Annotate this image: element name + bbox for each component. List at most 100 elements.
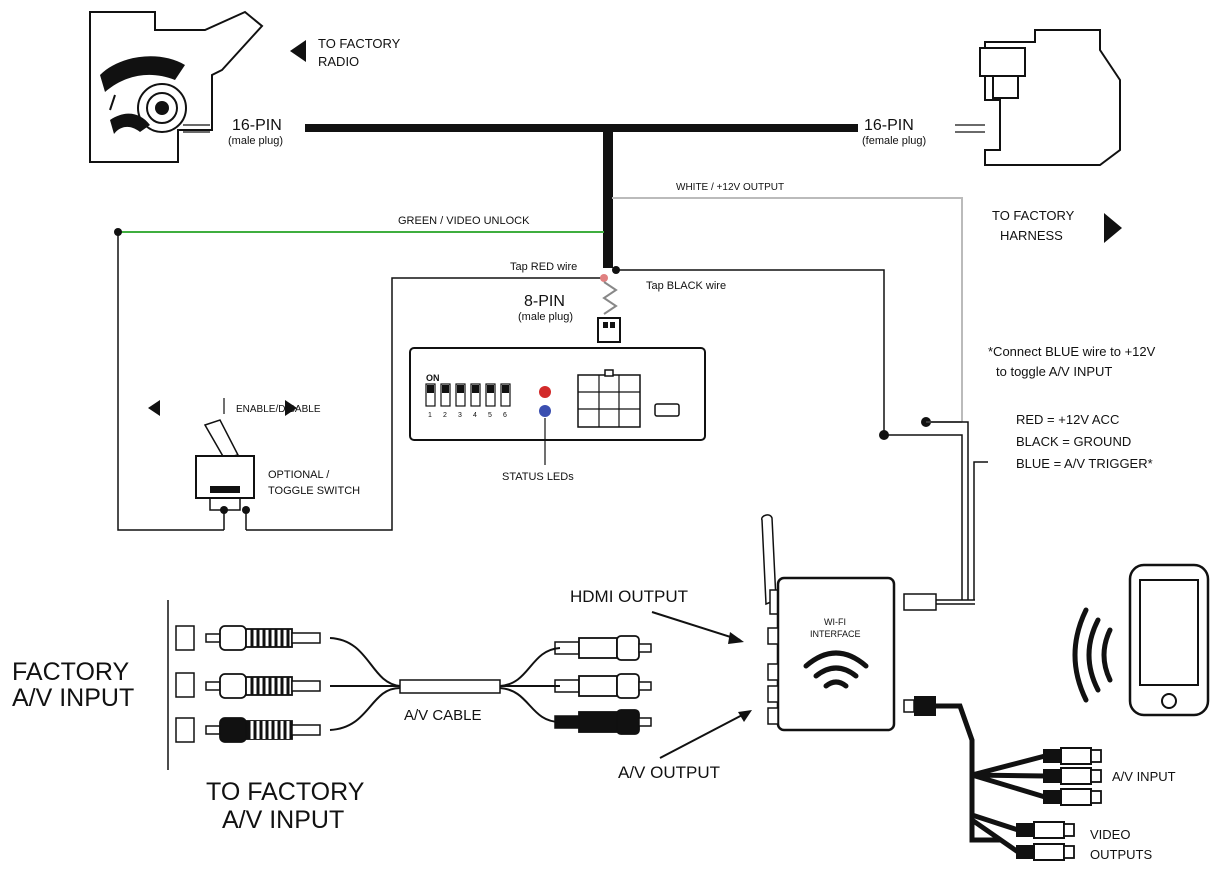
dip-switch-knob-2 — [442, 385, 449, 393]
dip-switch-number-1: 1 — [428, 412, 432, 419]
av-input-right-label: A/V INPUT — [1112, 769, 1176, 784]
smartphone-icon — [1128, 563, 1210, 717]
pin8-label: 8-PIN — [524, 293, 565, 310]
factory-radio-plug — [89, 10, 264, 163]
factory-harness-plug — [955, 29, 1121, 166]
wifi-label-2: INTERFACE — [810, 629, 861, 639]
to-factory-harness-label-1: TO FACTORY — [992, 208, 1075, 223]
power-input-connector — [903, 593, 975, 611]
tap-red-label: Tap RED wire — [510, 261, 577, 273]
pin8-sub: (male plug) — [518, 311, 573, 323]
wifi-icon — [803, 650, 869, 689]
pin16-female-label: 16-PIN — [864, 117, 914, 134]
black-junction-dot — [879, 430, 889, 440]
main-harness-bar — [305, 124, 858, 132]
av-input-jack-3 — [1043, 788, 1102, 806]
dip-switch-6[interactable] — [500, 383, 511, 407]
video-outputs-label-2: OUTPUTS — [1090, 847, 1152, 862]
video-outputs-label-1: VIDEO — [1090, 827, 1130, 842]
rca-plug-right-2 — [554, 673, 652, 699]
av-output-label: A/V OUTPUT — [618, 763, 720, 782]
status-led-red — [539, 386, 551, 398]
blue-note-line-1: *Connect BLUE wire to +12V — [988, 344, 1156, 359]
dip-on-label: ON — [426, 373, 440, 383]
white-wire — [612, 197, 963, 422]
white-wire-label: WHITE / +12V OUTPUT — [676, 182, 784, 193]
wireless-signal-icon — [1072, 607, 1113, 703]
dip-switch-number-2: 2 — [443, 412, 447, 419]
red-tap-dot — [600, 274, 608, 282]
av-cable-plugs — [205, 625, 652, 743]
status-leds-label: STATUS LEDs — [502, 471, 574, 483]
av-cable-splitter — [399, 679, 501, 694]
dip-switch-number-3: 3 — [458, 412, 462, 419]
green-junction-dot — [114, 228, 122, 236]
green-wire-label: GREEN / VIDEO UNLOCK — [398, 215, 530, 227]
dip-switch-number-4: 4 — [473, 412, 477, 419]
dip-switch-2[interactable] — [440, 383, 451, 407]
arrow-right-harness-icon — [1104, 213, 1122, 243]
red-legend: RED = +12V ACC — [1016, 412, 1119, 427]
to-factory-av-label-1: TO FACTORY — [206, 778, 365, 806]
red-tap-wire — [246, 277, 604, 531]
rca-plug-left-2 — [205, 673, 321, 699]
factory-av-label-1: FACTORY — [12, 658, 129, 686]
pin16-male-sub: (male plug) — [228, 135, 283, 147]
twisted-wire-segment — [602, 281, 618, 315]
blue-note-line-2: to toggle A/V INPUT — [996, 364, 1112, 379]
wifi-label-1: WI-FI — [824, 617, 846, 627]
dip-switch-knob-3 — [457, 385, 464, 393]
av-output-harness — [903, 696, 1046, 855]
to-factory-harness-label-2: HARNESS — [1000, 228, 1063, 243]
rca-plug-left-1 — [205, 625, 321, 651]
dip-switch-number-6: 6 — [503, 412, 507, 419]
rca-plug-right-1 — [554, 635, 652, 661]
blue-trigger-wire — [973, 461, 988, 600]
optional-label-2: TOGGLE SWITCH — [268, 485, 360, 497]
dip-switch-bank[interactable]: 1 2 3 4 5 6 — [425, 383, 511, 419]
module-port-block — [577, 369, 641, 428]
dip-switch-knob-6 — [502, 385, 509, 393]
factory-av-jacks — [167, 600, 195, 770]
dip-switch-knob-4 — [472, 385, 479, 393]
pin8-connector — [597, 317, 621, 343]
dip-switch-1[interactable] — [425, 383, 436, 407]
tap-black-label: Tap BLACK wire — [646, 280, 726, 292]
dip-switch-3[interactable] — [455, 383, 466, 407]
factory-av-label-2: A/V INPUT — [12, 684, 134, 712]
hdmi-output-label: HDMI OUTPUT — [570, 587, 688, 606]
arrow-enable-icon — [148, 400, 160, 416]
interface-module — [409, 347, 706, 441]
blue-legend: BLUE = A/V TRIGGER* — [1016, 456, 1153, 471]
rca-plug-left-3 — [205, 717, 321, 743]
av-input-jack-2 — [1043, 767, 1102, 785]
main-harness-drop — [603, 128, 613, 268]
usb-port-icon — [654, 403, 680, 417]
black-tap-dot — [612, 266, 620, 274]
to-factory-radio-label-1: TO FACTORY — [318, 36, 401, 51]
video-output-jack-1 — [1016, 821, 1075, 839]
status-led-blue — [539, 405, 551, 417]
dip-switch-4[interactable] — [470, 383, 481, 407]
green-return-wire — [117, 232, 224, 531]
pin16-male-label: 16-PIN — [232, 117, 282, 134]
black-legend: BLACK = GROUND — [1016, 434, 1131, 449]
av-output-plugs — [1016, 747, 1102, 861]
arrow-disable-icon — [285, 400, 297, 416]
dip-switch-knob-5 — [487, 385, 494, 393]
arrow-left-radio-icon — [290, 40, 306, 62]
dip-switch-number-5: 5 — [488, 412, 492, 419]
rca-plug-right-3 — [554, 709, 652, 735]
pin16-female-sub: (female plug) — [862, 135, 926, 147]
to-factory-radio-label-2: RADIO — [318, 54, 359, 69]
optional-label-1: OPTIONAL / — [268, 469, 330, 481]
av-cable-label: A/V CABLE — [404, 707, 482, 724]
dip-switch-5[interactable] — [485, 383, 496, 407]
video-output-jack-2 — [1016, 843, 1075, 861]
to-factory-av-label-2: A/V INPUT — [222, 806, 344, 834]
av-input-jack-1 — [1043, 747, 1102, 765]
toggle-switch[interactable] — [195, 419, 255, 530]
enable-disable-label: ENABLE/DISABLE — [236, 404, 321, 415]
dip-switch-knob-1 — [427, 385, 434, 393]
